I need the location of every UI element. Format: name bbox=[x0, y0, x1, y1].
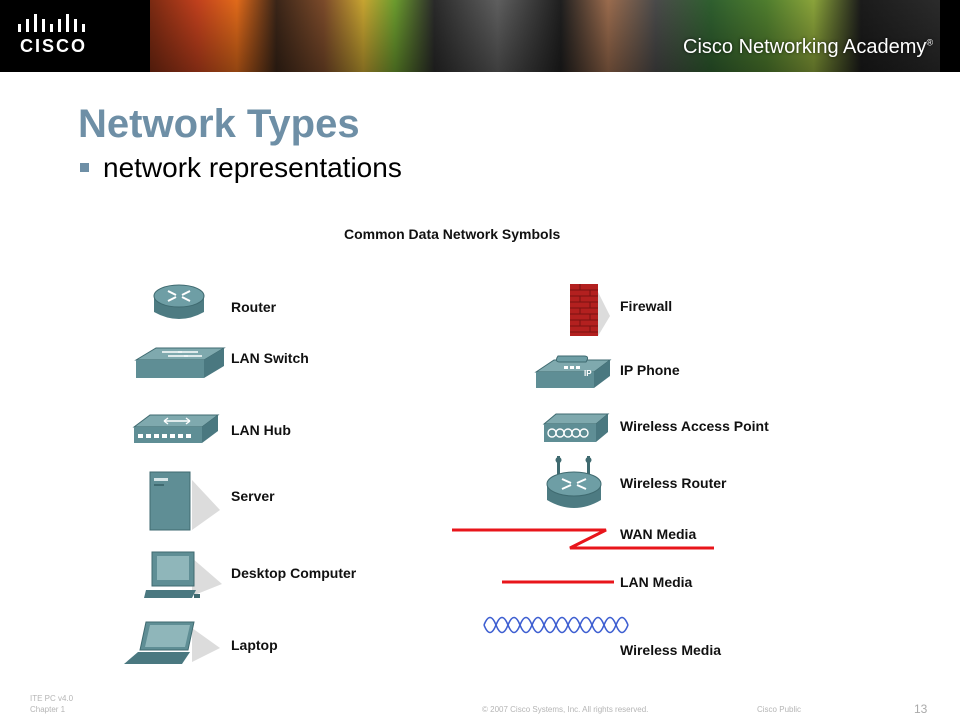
wireless-media-label: Wireless Media bbox=[620, 642, 722, 658]
wireless-router-label: Wireless Router bbox=[620, 475, 727, 491]
laptop-label: Laptop bbox=[231, 637, 278, 653]
ip-phone-label: IP Phone bbox=[620, 362, 680, 378]
banner-photo-strip bbox=[150, 0, 940, 72]
firewall-icon bbox=[570, 284, 610, 336]
laptop-icon bbox=[124, 621, 220, 664]
page-number: 13 bbox=[914, 702, 928, 716]
lan-switch-icon bbox=[134, 347, 226, 378]
ip-phone-badge: IP bbox=[584, 369, 592, 378]
cisco-logo: CISCO bbox=[14, 14, 94, 58]
academy-text: Cisco Networking Academy bbox=[683, 36, 927, 58]
wireless-access-point-label: Wireless Access Point bbox=[620, 418, 769, 434]
figure-heading: Common Data Network Symbols bbox=[344, 226, 561, 242]
wireless-router-icon bbox=[546, 456, 602, 508]
server-label: Server bbox=[231, 488, 275, 504]
networking-academy-title: Cisco Networking Academy® bbox=[683, 36, 933, 59]
slide-title: Network Types bbox=[78, 102, 360, 146]
cisco-wordmark: CISCO bbox=[20, 36, 88, 56]
wan-media-icon bbox=[452, 528, 714, 550]
slide-bullet: network representations bbox=[80, 152, 402, 184]
bullet-text: network representations bbox=[103, 152, 402, 183]
firewall-label: Firewall bbox=[620, 298, 673, 314]
desktop-computer-label: Desktop Computer bbox=[231, 565, 357, 581]
footer-chapter: Chapter 1 bbox=[30, 705, 66, 714]
server-icon bbox=[149, 471, 220, 531]
lan-hub-icon bbox=[132, 414, 220, 443]
footer-copyright: © 2007 Cisco Systems, Inc. All rights re… bbox=[482, 705, 649, 714]
router-icon bbox=[153, 284, 205, 319]
lan-media-label: LAN Media bbox=[620, 574, 693, 590]
footer-classification: Cisco Public bbox=[757, 705, 802, 714]
lan-switch-label: LAN Switch bbox=[231, 350, 309, 366]
banner-photo-overlay bbox=[150, 0, 940, 72]
cisco-bars-icon bbox=[18, 14, 85, 32]
ip-phone-shape-icon bbox=[534, 355, 612, 388]
router-label: Router bbox=[231, 299, 277, 315]
wireless-access-point-icon bbox=[542, 413, 610, 442]
wireless-media-icon bbox=[483, 616, 629, 634]
header-banner: CISCO Cisco Networking Academy® bbox=[0, 0, 960, 72]
desktop-computer-icon bbox=[144, 551, 222, 598]
lan-hub-label: LAN Hub bbox=[231, 422, 291, 438]
footer-course: ITE PC v4.0 bbox=[30, 694, 74, 703]
lan-media-icon bbox=[502, 580, 614, 584]
academy-registered-mark: ® bbox=[926, 37, 934, 48]
wan-media-label: WAN Media bbox=[620, 526, 697, 542]
bullet-square-icon bbox=[80, 163, 89, 172]
ip-phone-icon: IP bbox=[534, 352, 614, 392]
